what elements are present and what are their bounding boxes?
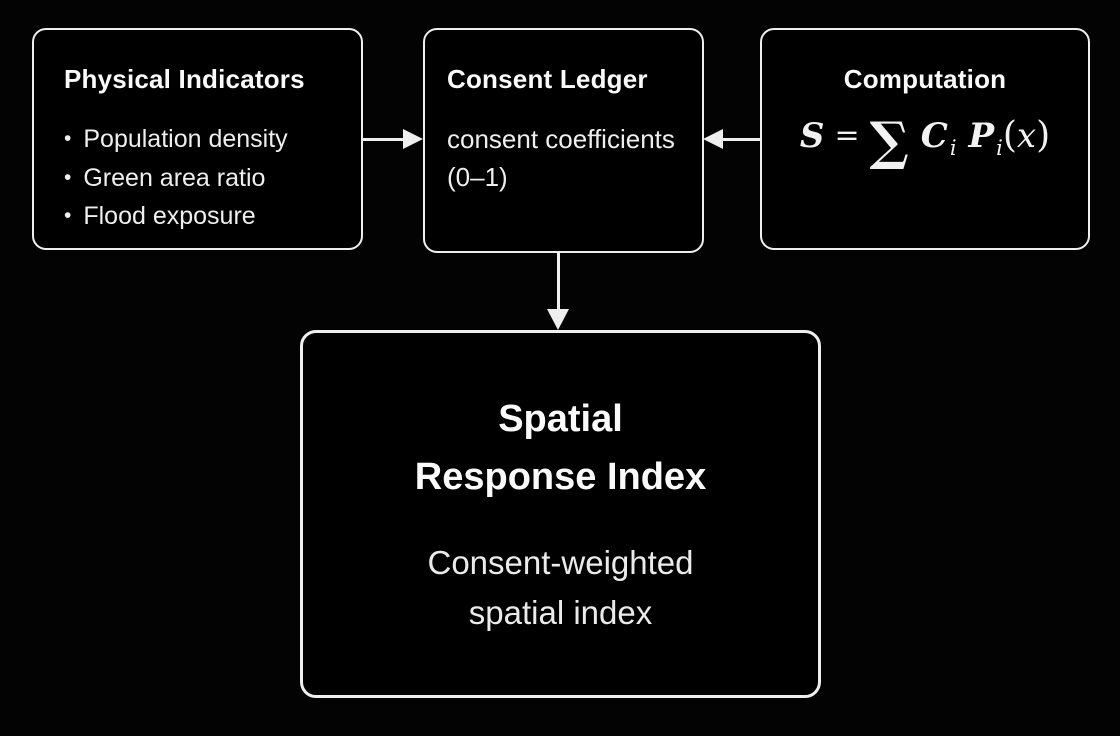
formula-equals: = <box>834 118 860 153</box>
title-line: Spatial <box>498 398 623 440</box>
formula-arg-x: x <box>1016 116 1037 156</box>
sigma-symbol: ∑ <box>869 111 909 172</box>
title-line: Response Index <box>414 456 707 498</box>
bullet-icon: • <box>64 165 72 189</box>
node-consent-ledger: Consent Ledger consent coefficients (0–1… <box>423 28 704 253</box>
body-line: Consent-weighted <box>427 544 694 581</box>
node-physical-indicators: Physical Indicators • Population density… <box>32 28 363 250</box>
arrow-down-icon <box>547 309 569 330</box>
formula-term-c: C <box>920 116 948 156</box>
body-line: (0–1) <box>447 162 508 192</box>
body-line: spatial index <box>468 594 653 631</box>
edge-physical-to-consent-line <box>363 138 405 141</box>
indicator-list: • Population density • Green area ratio … <box>64 121 347 237</box>
formula-close-paren: ) <box>1036 115 1051 156</box>
list-item-label: Flood exposure <box>83 202 256 230</box>
node-title: Computation <box>843 64 1007 94</box>
node-spatial-response-index: Spatial Response Index Consent-weighted … <box>300 330 821 698</box>
edge-computation-to-consent-line <box>722 138 760 141</box>
formula-sub-i: i <box>996 136 1003 160</box>
node-title: Consent Ledger <box>447 64 648 94</box>
formula-sub-i: i <box>949 136 957 160</box>
node-title: Physical Indicators <box>64 64 305 94</box>
node-body: Consent-weighted spatial index <box>428 538 694 638</box>
list-item: • Flood exposure <box>64 198 347 237</box>
edge-consent-to-sri-line <box>557 253 560 310</box>
formula-open-paren: ( <box>1002 115 1017 156</box>
list-item-label: Green area ratio <box>83 163 266 192</box>
list-item: • Green area ratio <box>64 160 347 199</box>
bullet-icon: • <box>64 204 72 227</box>
body-line: consent coefficients <box>447 124 675 154</box>
node-title: Spatial Response Index <box>415 390 706 506</box>
list-item: • Population density <box>64 121 347 160</box>
arrow-left-icon <box>703 129 723 149</box>
arrow-right-icon <box>403 129 423 149</box>
list-item-label: Population density <box>83 125 288 153</box>
formula-term-p: P <box>968 116 995 156</box>
bullet-icon: • <box>64 127 72 150</box>
node-body: consent coefficients (0–1) <box>447 120 696 196</box>
formula-lhs: S <box>799 116 825 156</box>
